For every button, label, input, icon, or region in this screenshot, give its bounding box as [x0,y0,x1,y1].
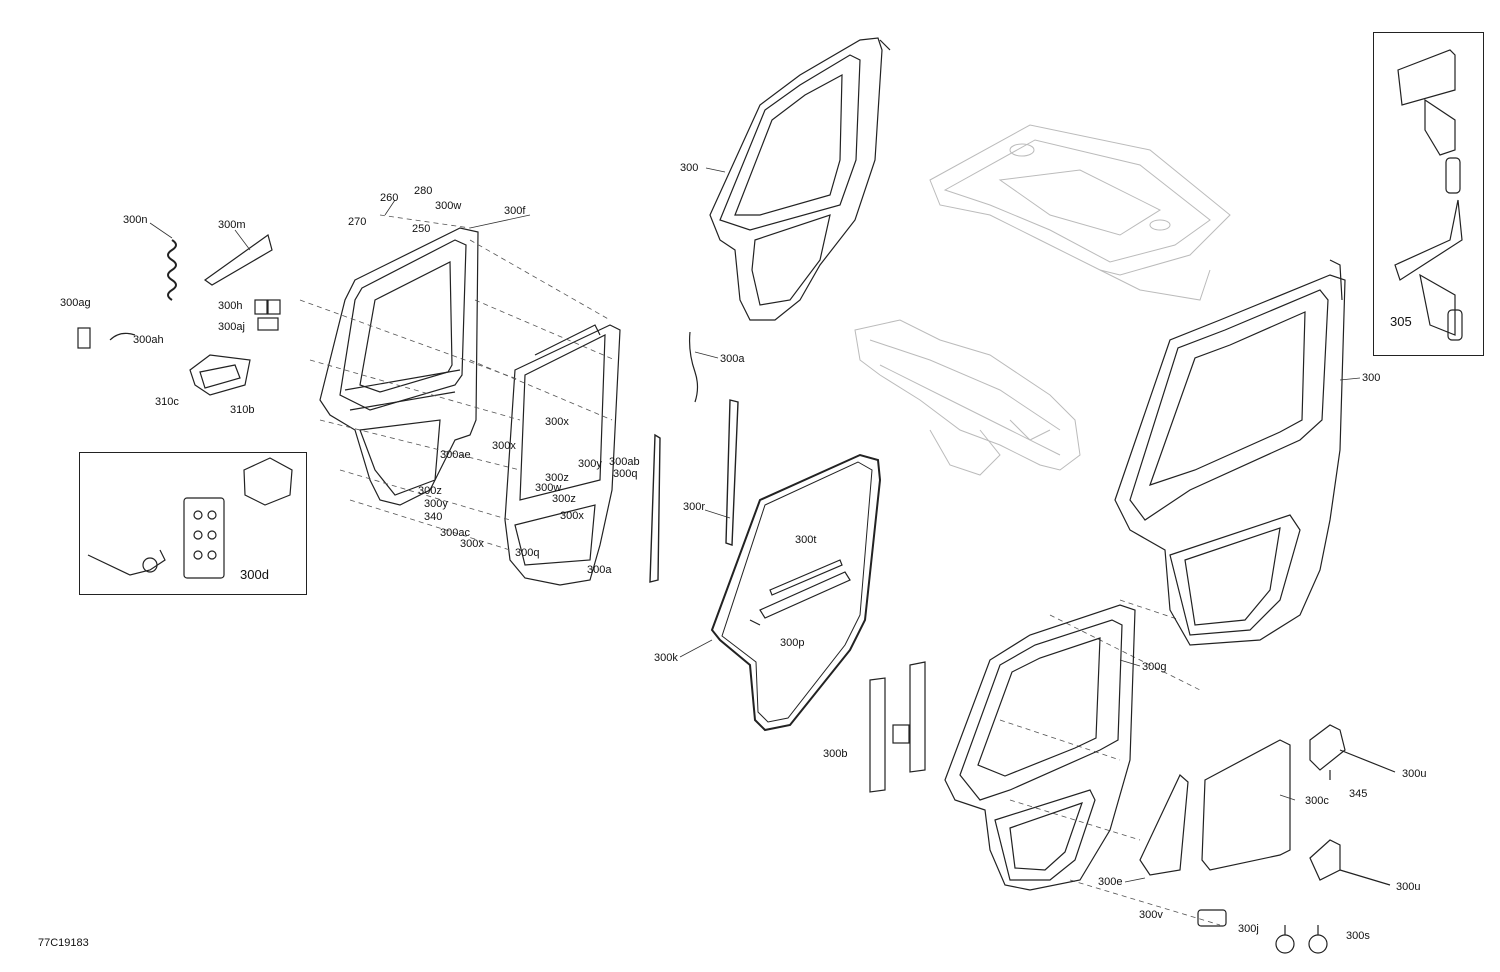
spring-300n [167,239,177,301]
label-300-top: 300 [680,162,699,174]
label-250: 250 [412,223,431,235]
label-300ah: 300ah [133,334,164,346]
label-300t: 300t [795,534,817,546]
label-300z-3: 300z [552,493,576,505]
door-frame-300f [319,227,479,506]
panel-300m [203,234,273,286]
label-300z-1: 300z [545,472,569,484]
label-310b: 310b [230,404,255,416]
frame-chassis-ghost [854,319,1081,476]
weatherstrip-300t [749,559,851,626]
label-260: 260 [380,192,399,204]
inset-box-300d [79,452,307,595]
label-300x-1: 300x [545,416,569,428]
hinges-305 [1394,49,1463,341]
seal-300k [710,453,882,732]
label-300aj: 300aj [218,321,245,333]
diagram-code: 77C19183 [38,937,89,949]
label-340: 340 [424,511,443,523]
label-300c: 300c [1305,795,1329,807]
label-300y-2: 300y [424,498,448,510]
door-frame-300g [944,604,1136,891]
glass-300c [1201,739,1291,871]
label-300ab: 300ab [609,456,640,468]
cover-310b [189,354,251,396]
keys-300s [1275,925,1328,954]
label-300q-2: 300q [515,547,540,559]
label-300ac: 300ac [440,527,470,539]
label-300n: 300n [123,214,148,226]
inset-label-300d: 300d [240,567,269,582]
door-frame-300-right [1114,259,1346,646]
door-frame-300-top [709,37,891,321]
label-300z-2: 300z [418,485,442,497]
label-300g: 300g [1142,661,1167,673]
inset-label-305: 305 [1390,314,1412,329]
label-300w-top: 300w [435,200,462,212]
rear-cargo-tray-ghost [929,124,1231,301]
label-300y-1: 300y [578,458,602,470]
leader-lines [149,167,1361,883]
regulator-300b [869,661,926,793]
label-300a-2: 300a [587,564,612,576]
label-300u-1: 300u [1402,768,1427,780]
door-inner-panel [504,324,621,586]
latch-300j [1197,909,1227,927]
label-300x-4: 300x [460,538,484,550]
label-300x-3: 300x [560,510,584,522]
label-300a-top: 300a [720,353,745,365]
bracket-300h-300aj [254,299,281,331]
label-310c: 310c [155,396,179,408]
latch-parts-300d [87,457,293,579]
label-300e: 300e [1098,876,1123,888]
label-300s: 300s [1346,930,1370,942]
wire-300a [688,331,699,403]
exploded-view-lines [299,214,1221,926]
bracket-300u-upper [1309,724,1396,780]
label-270: 270 [348,216,367,228]
label-300b: 300b [823,748,848,760]
label-300ag: 300ag [60,297,91,309]
glass-300e [1139,774,1189,876]
bracket-300u-lower [1309,839,1391,886]
label-280: 280 [414,185,433,197]
seal-strip-300r [649,399,739,583]
label-300r: 300r [683,501,706,513]
label-300k: 300k [654,652,678,664]
label-300ae: 300ae [440,449,471,461]
label-300x-2: 300x [492,440,516,452]
label-300q-1: 300q [613,468,638,480]
label-300-right: 300 [1362,372,1381,384]
label-300w-2: 300w [535,482,562,494]
label-300h: 300h [218,300,243,312]
label-300v: 300v [1139,909,1163,921]
inset-box-305 [1373,32,1484,356]
clip-300ag [77,327,91,349]
label-300m: 300m [218,219,246,231]
label-300f: 300f [504,205,526,217]
label-345: 345 [1349,788,1368,800]
label-300u-2: 300u [1396,881,1421,893]
label-300p: 300p [780,637,805,649]
cable-300ah [109,332,136,341]
label-300j: 300j [1238,923,1259,935]
